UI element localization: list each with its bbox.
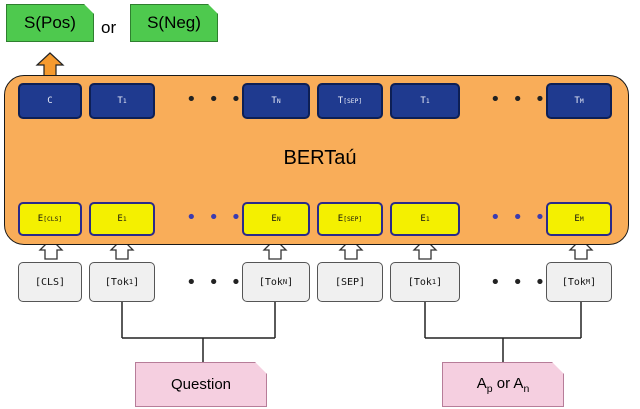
token-subscript: N (282, 278, 288, 286)
token-row-ellipsis-second: • • • (490, 272, 549, 293)
vector-subscript: 1 (425, 97, 430, 105)
t-row-ellipsis: • • • (186, 89, 245, 110)
token-subscript: M (585, 278, 591, 286)
embedding-label: E (271, 214, 277, 224)
token-label: [CLS] (34, 276, 66, 288)
vector-label: T (420, 96, 426, 106)
token-close-bracket: ] (590, 276, 597, 288)
token-subscript: 1 (128, 278, 134, 286)
embedding-subscript: [SEP] (343, 215, 363, 223)
embedding-label: E (37, 214, 44, 224)
output-neg-text: S(Neg) (147, 13, 201, 32)
output-arrow-icon (35, 52, 65, 78)
vector-subscript: M (579, 97, 584, 105)
embedding-label: E (117, 214, 123, 224)
embedding-subscript: 1 (122, 215, 127, 223)
embedding-cls: E[CLS] (18, 202, 82, 236)
embedding-label: E (420, 214, 426, 224)
output-or-text: or (101, 18, 117, 37)
token-sep: [SEP] (317, 262, 383, 302)
embedding-subscript: M (579, 215, 584, 223)
e-row-ellipsis-second: • • • (490, 207, 549, 228)
answer-sub-p: p (486, 382, 493, 395)
answer-a-second: A (513, 374, 524, 392)
vector-label: T (271, 96, 277, 106)
token-label: [Tok (258, 276, 283, 288)
token-close-bracket: ] (133, 276, 140, 288)
answer-input: Ap or An (442, 362, 564, 407)
vector-subscript: N (276, 97, 281, 105)
model-title: BERTaú (283, 147, 357, 169)
embedding-esep: E[SEP] (317, 202, 383, 236)
token-cls: [CLS] (18, 262, 82, 302)
vector-label: T (574, 96, 580, 106)
vector-subscript: 1 (122, 97, 127, 105)
embedding-subscript: N (276, 215, 281, 223)
token-label: [SEP] (334, 276, 366, 288)
answer-a: A (476, 374, 487, 392)
vector-label: C (47, 96, 53, 106)
embedding-label: E (337, 214, 344, 224)
question-input: Question (135, 362, 267, 407)
e-row-ellipsis: • • • (186, 207, 245, 228)
token-label: [Tok (104, 276, 129, 288)
output-pos-label: S(Pos) (6, 4, 94, 42)
token-label: [Tok (407, 276, 432, 288)
embedding-label: E (574, 214, 580, 224)
output-neg-label: S(Neg) (130, 4, 218, 42)
embedding-subscript: [CLS] (43, 215, 63, 223)
token-close-bracket: ] (436, 276, 443, 288)
t-row-ellipsis-second: • • • (490, 89, 549, 110)
output-pos-text: S(Pos) (24, 13, 76, 32)
token-close-bracket: ] (287, 276, 294, 288)
answer-or: or (496, 374, 511, 392)
token-label: [Tok (561, 276, 586, 288)
token-row-ellipsis: • • • (186, 272, 245, 293)
answer-label: Ap or An (477, 375, 530, 395)
vector-label: T (117, 96, 123, 106)
output-vector-tsep: T[SEP] (317, 83, 383, 119)
vector-label: T (337, 96, 344, 106)
output-vector-c: C (18, 83, 82, 119)
token-subscript: 1 (431, 278, 437, 286)
embedding-subscript: 1 (425, 215, 430, 223)
question-label: Question (170, 376, 232, 393)
vector-subscript: [SEP] (343, 97, 363, 105)
answer-sub-n: n (523, 382, 530, 395)
